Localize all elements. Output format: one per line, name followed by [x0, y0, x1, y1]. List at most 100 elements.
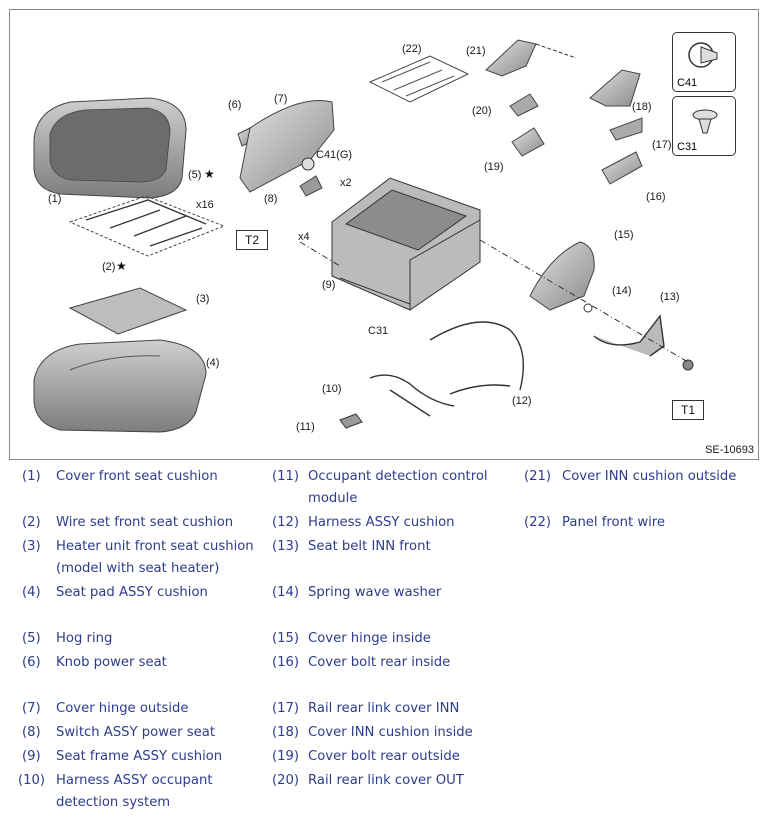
callout-19: (19) [484, 161, 504, 173]
clip-box-c41: C41 [672, 32, 736, 92]
legend-item-number: (1) [22, 469, 41, 484]
star-icon-5: ★ [204, 167, 215, 181]
callout-18: (18) [632, 101, 652, 113]
legend-item-text: Seat pad ASSY cushion [56, 585, 208, 600]
legend-item-number: (18) [272, 725, 300, 740]
legend-item-number: (7) [22, 701, 41, 716]
callout-20: (20) [472, 105, 492, 117]
callout-16: (16) [646, 191, 666, 203]
legend-item-text: Cover INN cushion inside [308, 725, 473, 740]
callout-22: (22) [402, 43, 422, 55]
callout-9: (9) [322, 279, 335, 291]
heater-unit-shape [68, 287, 188, 335]
legend-item-number: (10) [18, 773, 46, 788]
legend-item-number: (8) [22, 725, 41, 740]
spring-washer-shape [583, 303, 593, 313]
callout-2: (2) [102, 261, 115, 273]
legend-item-number: (14) [272, 585, 300, 600]
t1-bolt-shape [682, 359, 694, 371]
legend-item-text: Heater unit front seat cushion (model wi… [56, 539, 254, 576]
legend-item-number: (22) [524, 515, 552, 530]
harness-occupant-shape [369, 374, 455, 417]
qty-x4: x4 [298, 231, 310, 243]
legend-item-text: Panel front wire [562, 515, 666, 530]
connector-c31: C31 [368, 325, 388, 337]
rail-rear-link-out-shape [509, 93, 539, 117]
clip-box-c31-label: C31 [677, 141, 698, 153]
clip-box-c41-label: C41 [677, 77, 698, 89]
callout-12: (12) [512, 395, 532, 407]
exploded-view-diagram: (1) (2) (3) (4) (5) (6) (7) (8) (9) (10)… [9, 9, 759, 460]
seat-frame-shape [331, 177, 481, 311]
legend-item-number: (17) [272, 701, 300, 716]
clip-c31-icon [692, 109, 718, 134]
seat-cushion-cover-shape [33, 97, 187, 199]
callout-14: (14) [612, 285, 632, 297]
legend-item-number: (21) [524, 469, 552, 484]
legend-item-text: Knob power seat [56, 655, 167, 670]
seat-pad-shape [33, 339, 207, 433]
legend-item-text: Harness ASSY cushion [308, 515, 455, 530]
legend-item-number: (2) [22, 515, 41, 530]
legend-item-number: (12) [272, 515, 300, 530]
qty-x16: x16 [196, 199, 214, 211]
legend-item-text: Wire set front seat cushion [56, 515, 234, 530]
legend-item-number: (20) [272, 773, 300, 788]
callout-1: (1) [48, 193, 61, 205]
legend-item-text: Cover front seat cushion [56, 469, 218, 484]
callout-8: (8) [264, 193, 277, 205]
cover-bolt-rear-outside-shape [511, 127, 545, 157]
legend-item-number: (4) [22, 585, 41, 600]
legend-item-text: Cover hinge inside [308, 631, 431, 646]
cover-bolt-rear-inside-shape [601, 151, 643, 185]
star-icon-2: ★ [116, 259, 127, 273]
legend-item-number: (9) [22, 749, 41, 764]
diagram-drawing: (1) (2) (3) (4) (5) (6) (7) (8) (9) (10)… [33, 39, 694, 433]
legend-item-number: (3) [22, 539, 41, 554]
harness-cushion-shape [429, 321, 525, 395]
callout-4: (4) [206, 357, 219, 369]
callout-6: (6) [228, 99, 241, 111]
callout-3: (3) [196, 293, 209, 305]
cover-inn-outside-shape [485, 39, 537, 77]
legend-item-number: (11) [272, 469, 300, 484]
legend-item-number: (13) [272, 539, 300, 554]
legend-item-number: (6) [22, 655, 41, 670]
control-module-shape [339, 413, 363, 429]
legend-item-text: Cover hinge outside [56, 701, 189, 716]
legend-item-text: Rail rear link cover OUT [308, 773, 464, 788]
rail-rear-link-inn-shape [609, 117, 643, 141]
legend-item-text: Harness ASSY occupant detection system [56, 773, 213, 810]
connector-c41g: C41(G) [316, 149, 352, 161]
legend-item-number: (19) [272, 749, 300, 764]
legend-item-text: Cover INN cushion outside [562, 469, 737, 484]
seat-belt-shape [593, 314, 665, 357]
clip-c41-icon [688, 42, 718, 68]
figure-id: SE-10693 [705, 444, 754, 456]
legend-item-text: Seat belt INN front [308, 539, 431, 554]
callout-13: (13) [660, 291, 680, 303]
legend-item-number: (16) [272, 655, 300, 670]
clip-box-c31: C31 [672, 96, 736, 156]
callout-15: (15) [614, 229, 634, 241]
legend-item-text: Switch ASSY power seat [56, 725, 215, 740]
torque-box-t1: T1 [672, 400, 704, 420]
qty-x2: x2 [340, 177, 352, 189]
legend-item-text: Hog ring [56, 631, 113, 646]
c41g-connector-shape [301, 157, 315, 171]
callout-10: (10) [322, 383, 342, 395]
cover-inn-inside-shape [589, 69, 641, 107]
callout-11: (11) [296, 421, 315, 433]
legend-item-number: (5) [22, 631, 41, 646]
cover-hinge-inside-shape [529, 241, 595, 311]
callout-5: (5) [188, 169, 201, 181]
legend-item-text: Rail rear link cover INN [308, 701, 460, 716]
callout-17: (17) [652, 139, 672, 151]
legend-item-text: Cover bolt rear outside [308, 749, 460, 764]
legend-item-text: Spring wave washer [308, 585, 442, 600]
c21-axis-line [535, 43, 577, 59]
cover-hinge-outside-shape [239, 99, 335, 193]
legend-item-number: (15) [272, 631, 300, 646]
legend-item-text: Cover bolt rear inside [308, 655, 451, 670]
torque-box-t2: T2 [236, 230, 268, 250]
